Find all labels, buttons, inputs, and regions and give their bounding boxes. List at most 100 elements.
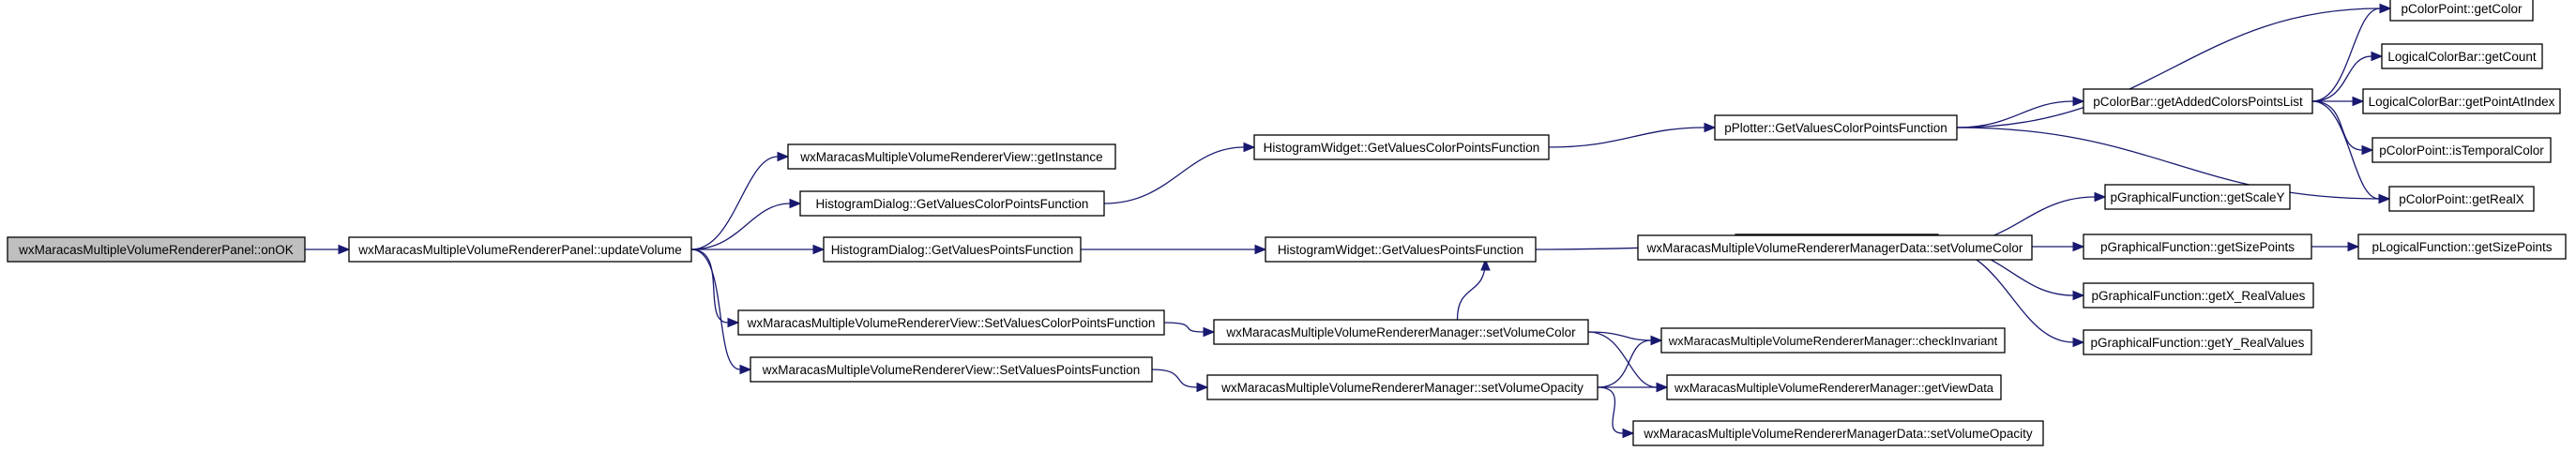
edge-updateVolume-to-hdColor <box>690 203 791 250</box>
node-label: pColorBar::getAddedColorsPointsList <box>2093 95 2303 109</box>
node-box <box>2083 329 2312 355</box>
node-updateVolume[interactable]: wxMaracasMultipleVolumeRendererPanel::up… <box>348 236 692 263</box>
node-label: pGraphicalFunction::getScaleY <box>2110 190 2284 204</box>
edge-arrowhead <box>2072 290 2085 301</box>
node-label: LogicalColorBar::getCount <box>2387 50 2537 64</box>
edge-arrowhead <box>338 244 351 255</box>
node-gfY[interactable]: pGraphicalFunction::getY_RealValues <box>2083 329 2312 355</box>
node-hwPoints[interactable]: HistogramWidget::GetValuesPointsFunction <box>1265 236 1537 263</box>
node-box <box>2083 88 2313 114</box>
node-checkInvariant[interactable]: wxMaracasMultipleVolumeRendererManager::… <box>1660 327 2006 354</box>
edge-cbAdded-to-lcbCount <box>2311 55 2372 102</box>
edge-mgrSetOpacity-to-dataSetOpacity <box>1597 386 1624 434</box>
edge-arrowhead <box>1622 428 1635 439</box>
node-gfSize[interactable]: pGraphicalFunction::getSizePoints <box>2083 234 2312 260</box>
node-box <box>787 143 1116 170</box>
edge-cbAdded-to-cpTemporal <box>2311 100 2363 151</box>
node-lfSize[interactable]: pLogicalFunction::getSizePoints <box>2357 234 2567 260</box>
node-label: wxMaracasMultipleVolumeRendererView::Set… <box>747 316 1156 330</box>
node-label: wxMaracasMultipleVolumeRendererManager::… <box>1225 325 1576 339</box>
node-box <box>348 236 692 263</box>
node-gfX[interactable]: pGraphicalFunction::getX_RealValues <box>2083 282 2314 309</box>
node-box <box>1637 234 2033 261</box>
edge-ppColor-to-cpRealX <box>1956 127 2380 200</box>
edge-mgrSetColor-to-checkInvariant <box>1587 331 1652 341</box>
edge-arrowhead <box>1650 335 1663 346</box>
node-mgrSetColor[interactable]: wxMaracasMultipleVolumeRendererManager::… <box>1213 319 1589 345</box>
node-viewSetColor[interactable]: wxMaracasMultipleVolumeRendererView::Set… <box>737 309 1165 336</box>
node-box <box>2371 137 2552 163</box>
node-dataSetColor[interactable]: wxMaracasMultipleVolumeRendererManagerDa… <box>1637 234 2033 261</box>
node-hdColor[interactable]: HistogramDialog::GetValuesColorPointsFun… <box>799 190 1105 217</box>
node-label: wxMaracasMultipleVolumeRendererManager::… <box>1674 381 1994 395</box>
node-dataSetOpacity[interactable]: wxMaracasMultipleVolumeRendererManagerDa… <box>1632 420 2044 446</box>
node-box <box>799 190 1105 217</box>
node-lcbCount[interactable]: LogicalColorBar::getCount <box>2381 43 2543 69</box>
edge-arrowhead <box>1704 122 1717 133</box>
node-box <box>2357 234 2567 260</box>
edge-ppColor-to-cpGetColor <box>1956 8 2381 128</box>
node-box <box>2104 184 2291 210</box>
node-box <box>1265 236 1537 263</box>
node-box <box>1714 114 1958 141</box>
node-getInstance[interactable]: wxMaracasMultipleVolumeRendererView::get… <box>787 143 1116 170</box>
node-cpTemporal[interactable]: pColorPoint::isTemporalColor <box>2371 137 2552 163</box>
node-box <box>2083 282 2314 309</box>
node-box <box>2362 88 2561 114</box>
node-label: pColorPoint::isTemporalColor <box>2379 143 2544 158</box>
node-cpRealX[interactable]: pColorPoint::getRealX <box>2388 186 2535 212</box>
edge-arrowhead <box>1254 244 1267 255</box>
edge-arrowhead <box>727 317 740 328</box>
node-label: wxMaracasMultipleVolumeRendererPanel::up… <box>357 243 681 257</box>
node-box <box>2388 186 2535 212</box>
node-root[interactable]: wxMaracasMultipleVolumeRendererPanel::on… <box>7 236 306 263</box>
edge-arrowhead <box>2352 96 2365 107</box>
node-cbAdded[interactable]: pColorBar::getAddedColorsPointsList <box>2083 88 2313 114</box>
node-box <box>2389 0 2534 22</box>
node-label: pColorPoint::getRealX <box>2399 192 2524 206</box>
edge-arrowhead <box>2378 193 2391 204</box>
edge-arrowhead <box>2371 51 2384 62</box>
edge-updateVolume-to-viewSetColor <box>690 249 729 324</box>
node-viewSetPoints[interactable]: wxMaracasMultipleVolumeRendererView::Set… <box>750 356 1153 383</box>
node-cpGetColor[interactable]: pColorPoint::getColor <box>2389 0 2534 22</box>
node-box <box>1206 374 1599 400</box>
node-lcbAt[interactable]: LogicalColorBar::getPointAtIndex <box>2362 88 2561 114</box>
node-label: pGraphicalFunction::getSizePoints <box>2100 240 2295 254</box>
edge-viewSetPoints-to-mgrSetOpacity <box>1151 369 1198 388</box>
edge-arrowhead <box>1243 142 1256 153</box>
node-gfScaleY[interactable]: pGraphicalFunction::getScaleY <box>2104 184 2291 210</box>
node-box <box>823 236 1082 263</box>
edge-arrowhead <box>2072 337 2085 348</box>
edge-arrowhead <box>777 151 790 162</box>
node-label: wxMaracasMultipleVolumeRendererView::get… <box>799 150 1102 164</box>
edge-arrowhead <box>1196 382 1209 393</box>
edge-arrowhead <box>739 364 752 375</box>
edge-arrowhead <box>1203 326 1216 338</box>
node-box <box>1632 420 2044 446</box>
edge-viewSetColor-to-mgrSetColor <box>1163 322 1205 333</box>
edge-hdColor-to-hwColor <box>1103 146 1245 204</box>
node-getViewData[interactable]: wxMaracasMultipleVolumeRendererManager::… <box>1666 374 2002 400</box>
node-mgrSetOpacity[interactable]: wxMaracasMultipleVolumeRendererManager::… <box>1206 374 1599 400</box>
node-label: wxMaracasMultipleVolumeRendererManagerDa… <box>1643 427 2032 441</box>
node-hwColor[interactable]: HistogramWidget::GetValuesColorPointsFun… <box>1253 134 1550 160</box>
node-label: LogicalColorBar::getPointAtIndex <box>2369 95 2555 109</box>
edge-cbAdded-to-cpRealX <box>2311 100 2380 200</box>
edge-arrowhead <box>1480 258 1491 271</box>
node-box <box>1213 319 1589 345</box>
edge-mgrSetOpacity-to-checkInvariant <box>1597 339 1652 388</box>
node-box <box>750 356 1153 383</box>
node-ppColor[interactable]: pPlotter::GetValuesColorPointsFunction <box>1714 114 1958 141</box>
node-box <box>1660 327 2006 354</box>
node-hdPoints[interactable]: HistogramDialog::GetValuesPointsFunction <box>823 236 1082 263</box>
edge-arrowhead <box>2094 191 2107 203</box>
edge-updateVolume-to-getInstance <box>690 156 779 250</box>
edge-arrowhead <box>789 198 802 209</box>
node-label: wxMaracasMultipleVolumeRendererPanel::on… <box>18 243 294 257</box>
node-label: wxMaracasMultipleVolumeRendererManager::… <box>1220 381 1583 395</box>
edge-arrowhead <box>2361 144 2374 156</box>
node-box <box>2083 234 2312 260</box>
node-label: pGraphicalFunction::getX_RealValues <box>2092 289 2306 303</box>
